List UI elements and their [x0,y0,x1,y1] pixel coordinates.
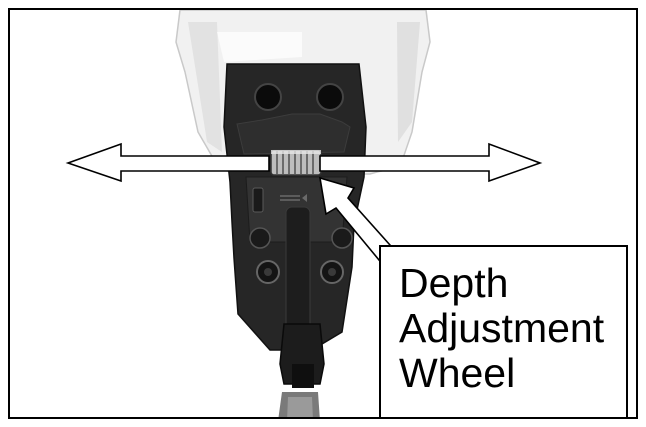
right-adjustment-arrow [319,142,543,183]
callout-box: Depth Adjustment Wheel [379,245,628,419]
left-adjustment-arrow [65,142,270,183]
callout-line-wheel: Wheel [399,350,516,396]
figure-frame [8,8,638,419]
callout-line-adjustment: Adjustment [399,305,605,351]
nailer-photo [65,10,543,417]
tool-nose-tip [278,323,325,417]
depth-adjustment-wheel [270,149,322,176]
tool-nosepiece [223,63,367,351]
callout-line-depth: Depth [399,260,509,306]
